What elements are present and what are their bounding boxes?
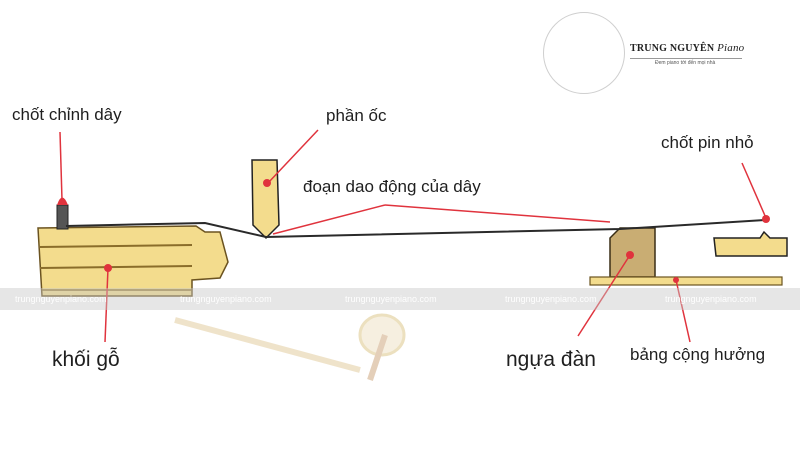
label-soundboard: bảng cộng hưởng <box>630 345 766 364</box>
watermark-text: trungnguyenpiano.com <box>15 294 107 304</box>
label-bridge: ngựa đàn <box>506 348 596 371</box>
brand-script: Piano <box>717 42 745 54</box>
watermark-band <box>0 288 800 310</box>
brand-divider <box>630 58 742 59</box>
label-nut: phần ốc <box>326 106 387 125</box>
brand-name: TRUNG NGUYÊN Piano <box>630 42 744 54</box>
hammer-ghost <box>174 313 406 381</box>
pointer-dots <box>104 179 770 283</box>
pointer-lines <box>59 129 767 343</box>
soundboard <box>589 276 783 286</box>
label-tuning-pin: chốt chỉnh dây <box>12 105 122 124</box>
watermark-text: trungnguyenpiano.com <box>665 294 757 304</box>
tuning-pin <box>56 197 69 230</box>
label-speaking-length: đoạn dao động của dây <box>303 177 481 196</box>
hitch-pin-block <box>713 230 788 257</box>
wood-block <box>37 225 229 297</box>
piano-string <box>65 219 767 239</box>
logo-circle <box>543 12 625 94</box>
brand-tagline: Đem piano tới đến mọi nhà <box>655 60 716 66</box>
brand-main: TRUNG NGUYÊN <box>630 43 715 54</box>
nut <box>251 159 280 240</box>
watermark-text: trungnguyenpiano.com <box>505 294 597 304</box>
label-wood-block: khối gỗ <box>52 348 120 371</box>
label-hitch-pin: chốt pin nhỏ <box>661 133 754 152</box>
watermark-text: trungnguyenpiano.com <box>345 294 437 304</box>
watermark-text: trungnguyenpiano.com <box>180 294 272 304</box>
